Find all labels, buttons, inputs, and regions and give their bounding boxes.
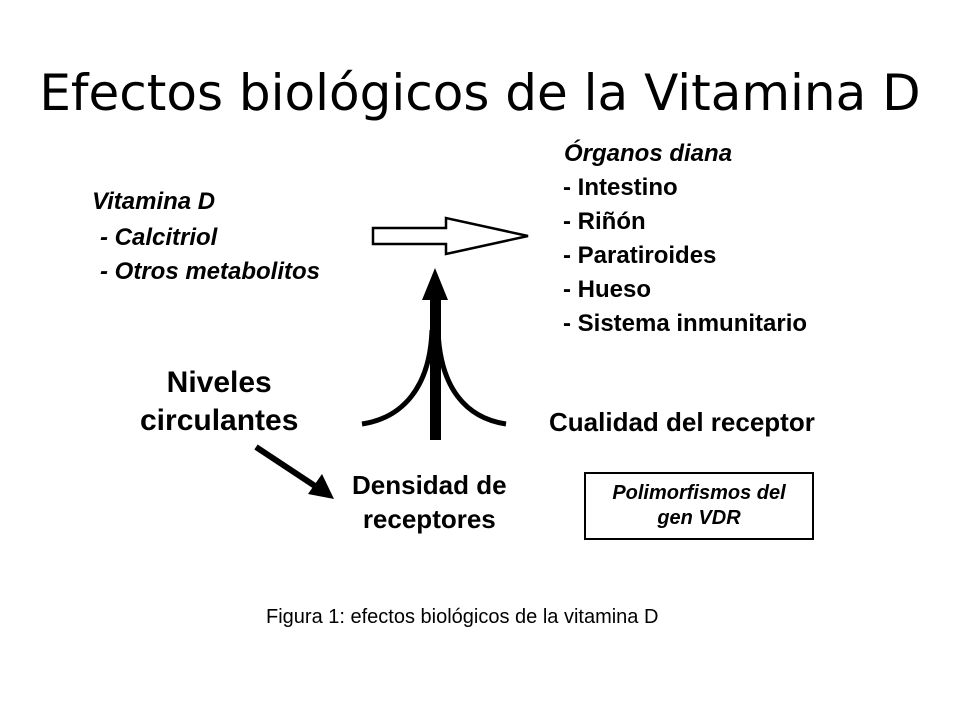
right-hollow-arrow-icon xyxy=(371,216,529,256)
circulating-levels-line2: circulantes xyxy=(140,404,299,437)
receptor-density-label: Densidad de receptores xyxy=(352,468,507,536)
polymorphisms-line2: gen VDR xyxy=(657,507,741,529)
target-organs-heading: Órganos diana xyxy=(564,140,733,167)
converging-curves-icon xyxy=(361,329,507,427)
target-organ-item: - Paratiroides xyxy=(563,242,717,269)
target-organ-item: - Riñón xyxy=(563,208,646,235)
vitamin-d-item: - Otros metabolitos xyxy=(100,258,321,285)
vitamin-d-item: - Calcitriol xyxy=(100,224,218,251)
receptor-density-line1: Densidad de xyxy=(352,470,507,500)
polymorphisms-line1: Polimorfismos del xyxy=(612,482,786,504)
up-arrow-icon xyxy=(422,268,448,440)
target-organ-item: - Intestino xyxy=(563,174,678,201)
receptor-density-line2: receptores xyxy=(362,504,496,534)
vitamin-d-heading: Vitamina D xyxy=(92,188,216,215)
receptor-quality-label: Cualidad del receptor xyxy=(549,407,815,437)
figure-caption: Figura 1: efectos biológicos de la vitam… xyxy=(266,606,659,628)
slide-title: Efectos biológicos de la Vitamina D xyxy=(39,64,921,122)
circulating-levels-label: Niveles circulantes xyxy=(140,364,298,440)
target-organ-item: - Sistema inmunitario xyxy=(563,310,808,337)
diagonal-arrow-icon xyxy=(254,444,334,499)
polymorphisms-box: Polimorfismos del gen VDR xyxy=(584,472,814,540)
circulating-levels-line1: Niveles xyxy=(166,366,272,399)
target-organ-item: - Hueso xyxy=(563,276,652,303)
